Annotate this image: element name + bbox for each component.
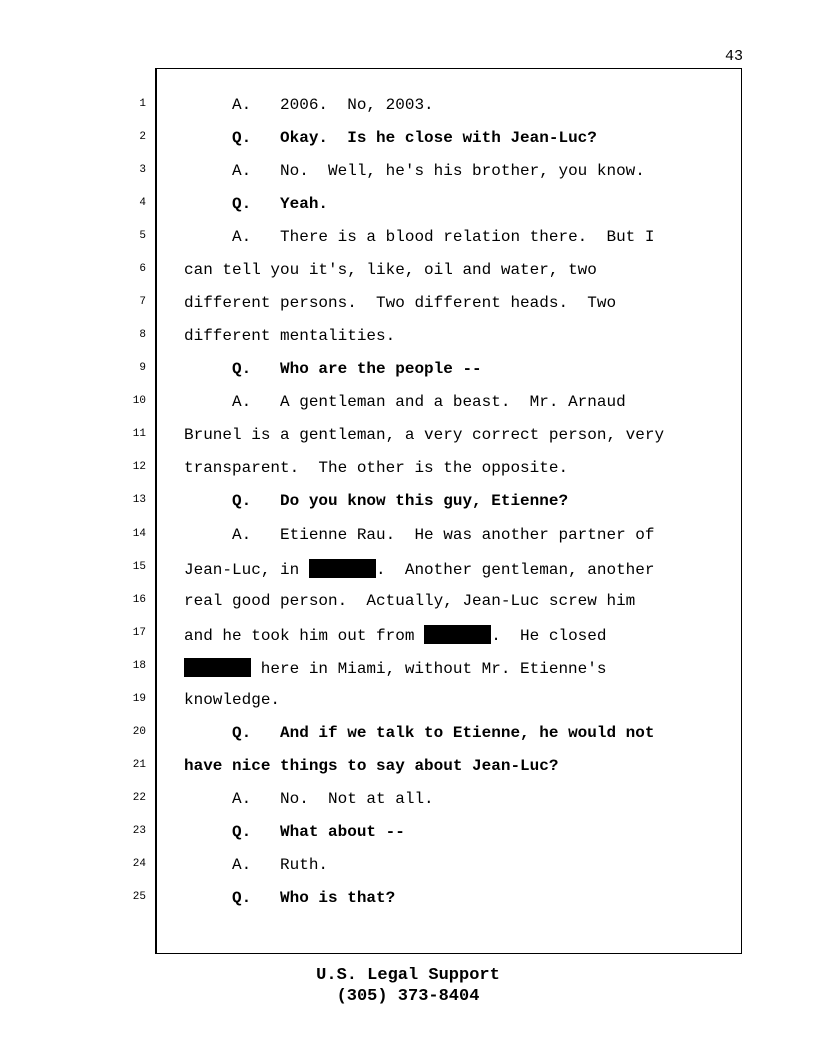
- line-text: different mentalities.: [184, 327, 396, 346]
- line-text: Q. Okay. Is he close with Jean-Luc?: [184, 129, 597, 148]
- line-number: 23: [132, 824, 146, 837]
- line-text: transparent. The other is the opposite.: [184, 459, 569, 478]
- transcript-line: knowledge.: [184, 691, 280, 709]
- line-number: 16: [132, 593, 146, 606]
- line-number: 21: [132, 758, 146, 771]
- transcript-line: real good person. Actually, Jean-Luc scr…: [184, 592, 635, 610]
- line-number: 22: [132, 791, 146, 804]
- transcript-line: A. A gentleman and a beast. Mr. Arnaud: [184, 393, 626, 411]
- line-text: A. No. Well, he's his brother, you know.: [184, 162, 645, 181]
- page-number: 43: [724, 48, 743, 65]
- transcript-line: A. No. Well, he's his brother, you know.: [184, 162, 645, 180]
- line-number: 14: [132, 527, 146, 540]
- line-number: 1: [139, 98, 146, 110]
- line-text: here in Miami, without Mr. Etienne's: [251, 659, 607, 678]
- line-text: Q. Do you know this guy, Etienne?: [184, 492, 569, 511]
- line-text: Brunel is a gentleman, a very correct pe…: [184, 426, 665, 445]
- transcript-line: Q. Yeah.: [184, 195, 328, 213]
- transcript-line: here in Miami, without Mr. Etienne's: [184, 657, 607, 678]
- transcript-line: different persons. Two different heads. …: [184, 294, 616, 312]
- line-text: knowledge.: [184, 690, 281, 709]
- line-number: 2: [139, 131, 146, 144]
- transcript-line: Jean-Luc, in . Another gentleman, anothe…: [184, 558, 655, 579]
- line-text: A. Etienne Rau. He was another partner o…: [184, 525, 655, 544]
- line-number: 10: [132, 395, 146, 408]
- line-text: different persons. Two different heads. …: [184, 294, 617, 313]
- transcript-line: can tell you it's, like, oil and water, …: [184, 261, 597, 279]
- line-text: Jean-Luc, in: [184, 560, 309, 579]
- transcript-line: A. No. Not at all.: [184, 790, 434, 808]
- line-number: 19: [132, 692, 146, 705]
- transcript-line: transparent. The other is the opposite.: [184, 459, 568, 477]
- line-number: 20: [132, 725, 146, 738]
- transcript-line: Q. Okay. Is he close with Jean-Luc?: [184, 129, 597, 147]
- line-number: 18: [132, 659, 146, 672]
- line-text: A. Ruth.: [184, 855, 329, 874]
- line-text: A. No. Not at all.: [184, 789, 434, 808]
- transcript-line: Q. Who are the people --: [184, 360, 482, 378]
- footer-company: U.S. Legal Support: [316, 966, 500, 985]
- line-number: 9: [139, 362, 146, 375]
- line-number: 3: [139, 164, 146, 177]
- transcript-line: A. Ruth.: [184, 856, 328, 874]
- transcript-line: Q. Who is that?: [184, 889, 395, 907]
- line-number: 8: [139, 329, 146, 342]
- line-number: 25: [132, 890, 146, 903]
- transcript-line: A. Etienne Rau. He was another partner o…: [184, 526, 654, 544]
- line-text: real good person. Actually, Jean-Luc scr…: [184, 591, 636, 610]
- line-text: A. 2006. No, 2003.: [184, 96, 434, 114]
- line-text: A. There is a blood relation there. But …: [184, 228, 655, 247]
- line-number: 4: [139, 197, 146, 210]
- line-number: 7: [139, 296, 146, 309]
- transcript-frame: [155, 68, 742, 954]
- line-text: Q. Yeah.: [184, 195, 329, 214]
- line-text: Q. And if we talk to Etienne, he would n…: [184, 723, 655, 742]
- line-number: 13: [132, 494, 146, 507]
- redaction-block: [184, 657, 252, 677]
- line-number: 17: [132, 626, 146, 639]
- line-text: . Another gentleman, another: [376, 560, 655, 579]
- transcript-line: Q. And if we talk to Etienne, he would n…: [184, 724, 654, 742]
- line-number: 12: [132, 461, 146, 474]
- footer: U.S. Legal Support (305) 373-8404: [0, 965, 816, 1007]
- transcript-line: A. There is a blood relation there. But …: [184, 228, 654, 246]
- line-number: 24: [132, 857, 146, 870]
- transcript-line: different mentalities.: [184, 327, 395, 345]
- transcript-line: and he took him out from . He closed: [184, 624, 607, 645]
- line-number: 11: [132, 428, 146, 441]
- line-text: can tell you it's, like, oil and water, …: [184, 261, 597, 280]
- line-number: 15: [132, 560, 146, 573]
- line-text: have nice things to say about Jean-Luc?: [184, 756, 559, 775]
- line-number: 6: [139, 263, 146, 276]
- transcript-line: Q. What about --: [184, 823, 405, 841]
- line-text: Q. Who are the people --: [184, 360, 482, 379]
- line-number: 5: [139, 230, 146, 243]
- line-text: A. A gentleman and a beast. Mr. Arnaud: [184, 393, 626, 412]
- redaction-block: [424, 624, 492, 644]
- line-text: . He closed: [491, 626, 607, 645]
- line-text: and he took him out from: [184, 626, 425, 645]
- transcript-line: A. 2006. No, 2003.: [184, 96, 434, 114]
- line-text: Q. What about --: [184, 822, 405, 841]
- transcript-line: Q. Do you know this guy, Etienne?: [184, 492, 568, 510]
- transcript-line: have nice things to say about Jean-Luc?: [184, 757, 558, 775]
- footer-phone: (305) 373-8404: [336, 987, 480, 1006]
- transcript-line: Brunel is a gentleman, a very correct pe…: [184, 426, 664, 444]
- redaction-block: [308, 558, 377, 578]
- line-text: Q. Who is that?: [184, 888, 396, 907]
